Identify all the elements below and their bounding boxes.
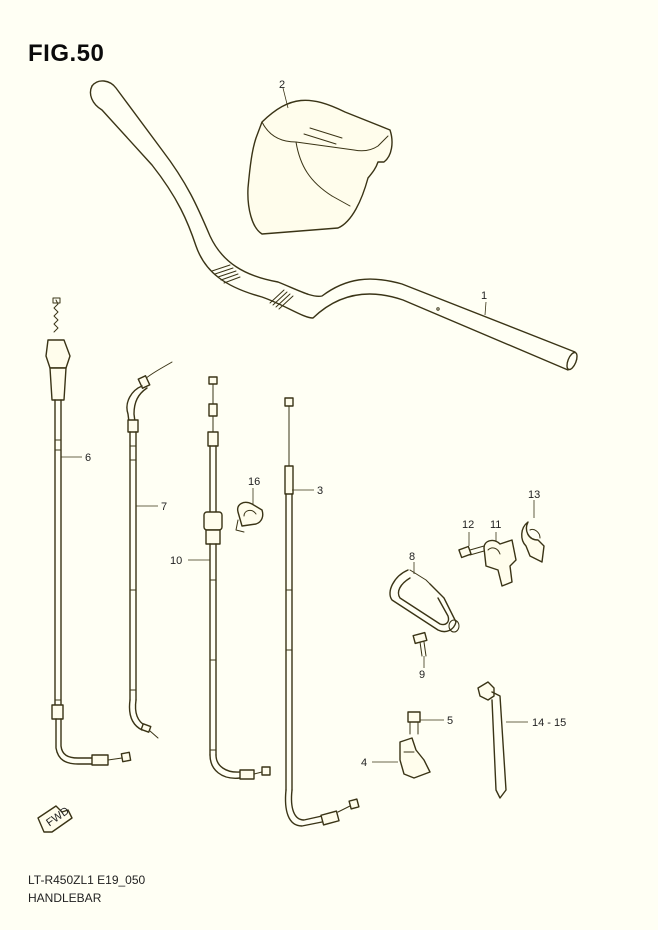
bolt-12[interactable] <box>458 532 485 559</box>
throttle-cable[interactable] <box>45 297 132 766</box>
figure-title: FIG.50 <box>28 40 105 67</box>
clutch-cable[interactable] <box>126 361 173 739</box>
bolt-5[interactable] <box>407 711 444 735</box>
cable-clamp[interactable] <box>235 488 264 533</box>
guard-bracket[interactable] <box>389 562 460 633</box>
callout-10-label: 10 <box>170 555 182 567</box>
callout-6-label: 6 <box>85 452 91 464</box>
brake-cable-rear[interactable] <box>284 397 360 827</box>
callout-3-label: 3 <box>317 485 323 497</box>
handlebar-cover[interactable] <box>247 87 393 235</box>
screw-9[interactable] <box>412 631 428 668</box>
bracket-11[interactable] <box>483 532 517 587</box>
callout-11-label: 11 <box>490 519 501 531</box>
callout-5-label: 5 <box>447 715 453 727</box>
callout-14-15-label: 14 - 15 <box>532 717 566 729</box>
callout-7-label: 7 <box>161 501 167 513</box>
callout-1: 1 <box>481 290 487 316</box>
callout-13-label: 13 <box>528 489 540 501</box>
clamp-13[interactable] <box>521 500 545 563</box>
callout-2-label: 2 <box>279 79 285 91</box>
forward-arrow-icon: FWD <box>37 805 73 833</box>
handlebar[interactable] <box>89 80 579 371</box>
callout-16-label: 16 <box>248 476 260 488</box>
callout-9-label: 9 <box>419 669 425 681</box>
callout-12-label: 12 <box>462 519 474 531</box>
callout-8-label: 8 <box>409 551 415 563</box>
figure-subtitle: HANDLEBAR <box>28 891 102 905</box>
callout-4-label: 4 <box>361 757 367 769</box>
tie-pin[interactable] <box>477 681 528 799</box>
figure-code: LT-R450ZL1 E19_050 <box>28 873 146 887</box>
brake-cable-front[interactable] <box>188 376 271 780</box>
callout-1-label: 1 <box>481 290 487 302</box>
cable-guide-4[interactable] <box>372 737 431 779</box>
